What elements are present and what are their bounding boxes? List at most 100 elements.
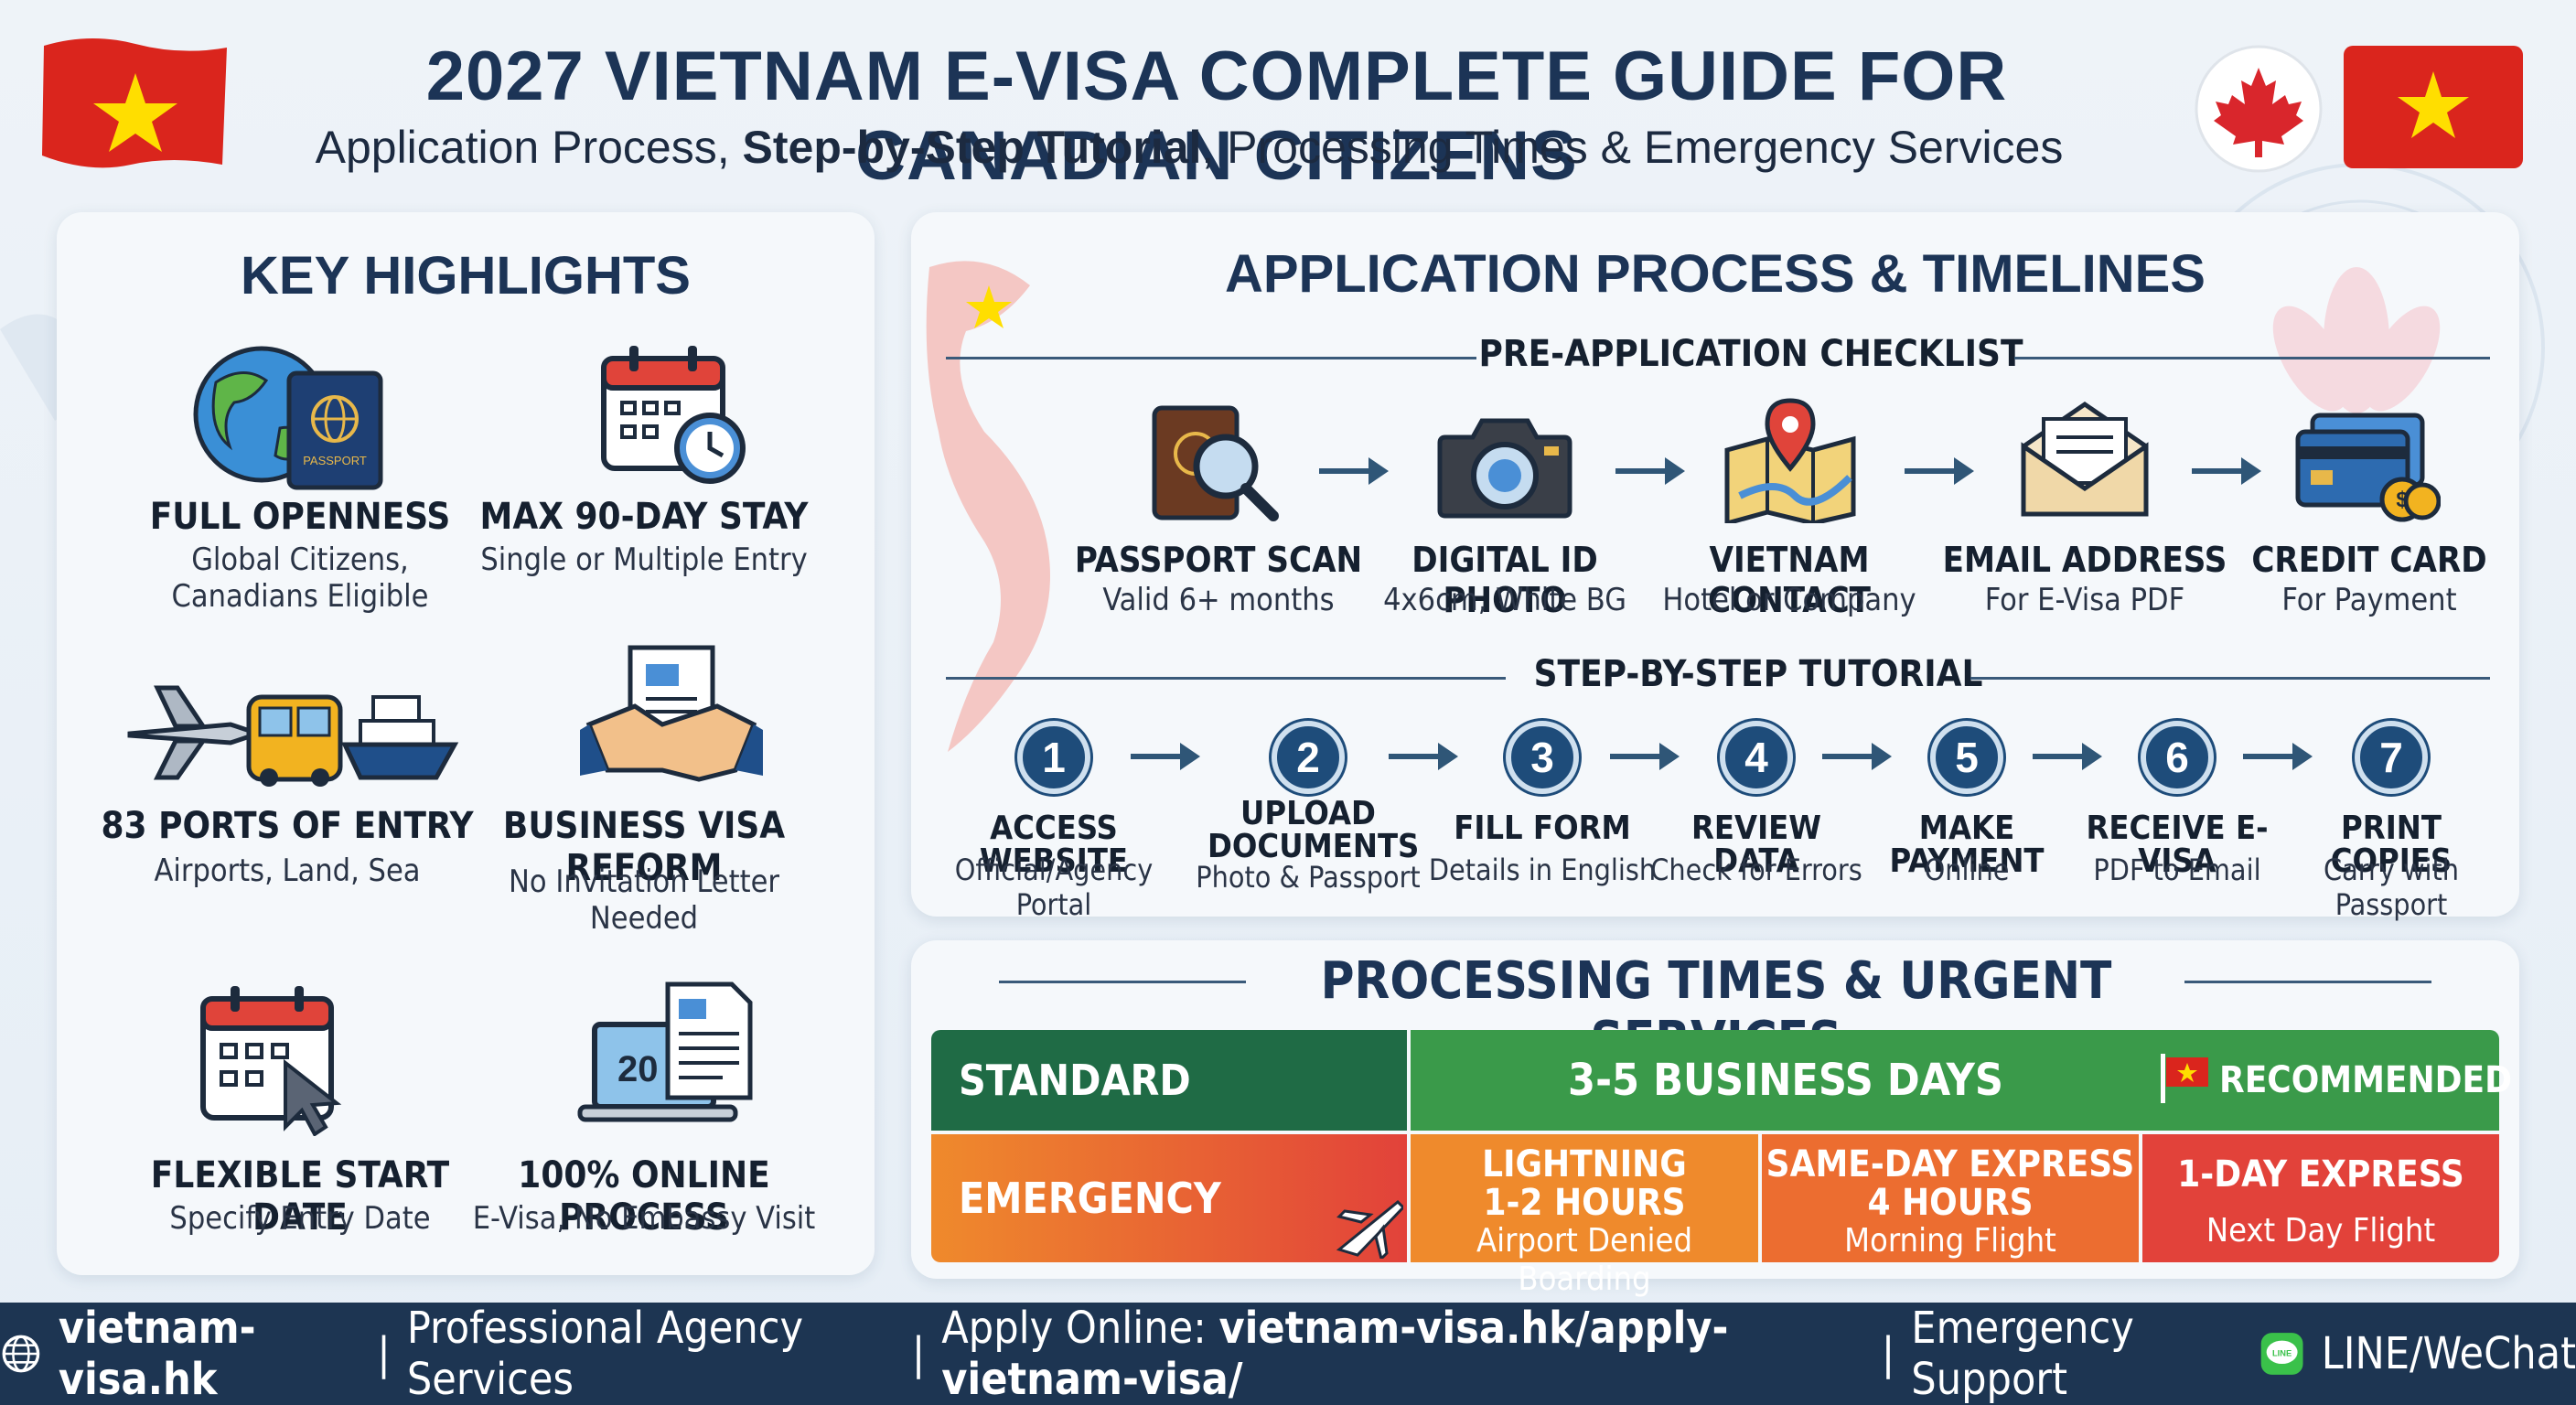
step-sub-2: Photo & Passport [1196,860,1421,895]
step-circle-4: 4 [1720,721,1793,794]
tutorial-divider-right [1970,677,2490,680]
step-sub-6: PDF to Email [2093,853,2261,887]
footer-separator-1: | [377,1328,391,1379]
option-one-day-sub: Next Day Flight [2206,1212,2436,1249]
key-highlights-panel: KEY HIGHLIGHTS PASSPORT FULL OPENNESS Gl… [57,212,875,1275]
step-title-1: ACCESS WEBSITE [979,810,1129,880]
checklist-title-photo: DIGITAL ID PHOTO [1411,540,1598,620]
step-title-2: UPLOAD DOCUMENTS [1208,795,1420,865]
footer-apply-link[interactable]: vietnam-visa.hk/apply-vietnam-visa/ [941,1303,1729,1405]
globe-icon [2,1335,40,1373]
application-panel: APPLICATION PROCESS & TIMELINES PRE-APPL… [911,212,2519,922]
standard-processing-label: STANDARD PROCESSING [931,1030,1407,1206]
footer-services: Professional Agency Services [406,1303,804,1405]
step-arrow-1 [1131,743,1200,770]
option-one-day-title: 1-DAY EXPRESS [2177,1153,2464,1196]
vietnam-flag-left-icon [42,38,227,168]
checklist-arrow-4 [2192,457,2261,485]
checklist-divider-left [946,357,1476,359]
highlight-sub-start: Specify Entry Date [169,1200,431,1237]
tutorial-divider-left [946,677,1506,680]
step-arrow-6 [2243,743,2313,770]
step-title-4: REVIEW DATA [1690,810,1822,880]
option-one-day: 1-DAY EXPRESS Next Day Flight [2142,1134,2499,1262]
checklist-sub-contact: Hotel or Company [1662,582,1916,618]
checklist-label: PRE-APPLICATION CHECKLIST [1478,333,2023,375]
checklist-arrow-3 [1905,457,1974,485]
step-circle-2: 2 [1272,721,1345,794]
footer-separator-2: | [911,1328,926,1379]
svg-text:$: $ [2396,488,2409,512]
vietnam-flag-right-icon [2344,46,2523,168]
line-badge-text: LINE [2272,1349,2292,1358]
handshake-document-icon [580,645,763,782]
checklist-arrow-2 [1615,457,1685,485]
highlight-sub-online: E-Visa, No Embassy Visit [472,1200,816,1237]
footer-support: Emergency Support [1911,1303,2134,1405]
standard-processing-row: 3-5 BUSINESS DAYS RECOMMENDED [1411,1030,2512,1131]
step-title-5: MAKE PAYMENT [1889,810,2045,880]
footer-apply: Apply Online: vietnam-visa.hk/apply-viet… [941,1303,1864,1405]
processing-panel: PROCESSING TIMES & URGENT SERVICES STAND… [911,940,2519,1351]
subtitle-text-1: Application Process, [315,122,743,173]
step-circle-6: 6 [2141,721,2214,794]
vietnam-map-icon [926,261,1050,752]
step-sub-1: Official/Agency Portal [954,853,1154,922]
step-title-6: RECEIVE E-VISA [2086,810,2269,880]
page-subtitle: Application Process, Step-by-Step Tutori… [274,121,2104,174]
step-circle-3: 3 [1506,721,1579,794]
emergency-services-cell: EMERGENCY SERVICES [931,1134,1407,1351]
step-circle-1: 1 [1017,721,1090,794]
checklist-title-contact: VIETNAM CONTACT [1708,540,1871,620]
highlight-title-90day: MAX 90-DAY STAY [479,496,809,538]
step-sub-7: Carry with Passport [2323,853,2460,922]
airplane-icon [1336,1199,1403,1259]
canada-flag-icon [2195,45,2323,173]
recommended-label: RECOMMENDED [2219,1059,2512,1101]
page-title: 2027 VIETNAM E-VISA COMPLETE GUIDE FOR C… [425,38,2008,195]
globe-passport-icon: PASSPORT [193,346,383,490]
standard-processing-time: 3-5 BUSINESS DAYS [1568,1055,2003,1106]
highlight-title-online: 100% ONLINE PROCESS [518,1154,770,1239]
step-sub-5: Online [1924,853,2010,887]
highlight-title-ports: 83 PORTS OF ENTRY [101,805,474,847]
subtitle-bold: Step-by-Step Tutorial [742,122,1202,173]
subtitle-text-2: , Processing Times & Emergency Services [1201,122,2064,173]
processing-divider-left [999,981,1246,983]
footer-site-link[interactable]: vietnam-visa.hk [58,1303,256,1405]
highlight-sub-business: No Invitation Letter Needed [509,863,779,937]
option-lightning: LIGHTNING 1-2 HOURS Airport Denied Board… [1411,1134,1758,1298]
processing-divider-right [2184,981,2431,983]
step-title-7: PRINT COPIES [2330,810,2453,880]
footer-chat[interactable]: LINE/WeChat [2321,1328,2576,1379]
step-sub-3: Details in English [1428,853,1657,887]
checklist-title-email: EMAIL ADDRESS [1942,540,2227,580]
calendar-clock-icon [601,346,746,484]
checklist-sub-email: For E-Visa PDF [1984,582,2185,618]
highlight-sub-ports: Airports, Land, Sea [154,853,421,889]
credit-card-icon: $ [2295,413,2441,522]
step-circle-5: 5 [1930,721,2003,794]
footer-bar: vietnam-visa.hk | Professional Agency Se… [0,1303,2576,1405]
option-lightning-time: 1-2 HOURS [1483,1182,1686,1224]
highlight-title-openness: FULL OPENNESS [149,496,451,538]
highlight-sub-90day: Single or Multiple Entry [480,542,808,578]
step-arrow-2 [1389,743,1458,770]
key-highlights-title: KEY HIGHLIGHTS [241,246,691,306]
passport-label: PASSPORT [303,454,367,467]
checklist-divider-right [2014,357,2490,359]
option-same-day-sub: Morning Flight [1844,1222,2056,1260]
step-arrow-4 [1822,743,1892,770]
step-title-3: FILL FORM [1454,810,1631,847]
tutorial-label: STEP-BY-STEP TUTORIAL [1533,653,1983,695]
line-chat-icon: LINE [2261,1333,2303,1375]
option-same-day-time: 4 HOURS [1867,1182,2034,1224]
map-pin-icon [1724,398,1856,523]
footer-separator-3: | [1881,1328,1895,1379]
checklist-sub-photo: 4x6cm, White BG [1383,582,1626,618]
passport-magnifier-icon [1152,405,1279,521]
highlight-title-business: BUSINESS VISA REFORM [502,805,786,889]
step-circle-7: 7 [2355,721,2428,794]
laptop-document-icon: 20 [577,981,753,1122]
step-arrow-3 [1610,743,1680,770]
